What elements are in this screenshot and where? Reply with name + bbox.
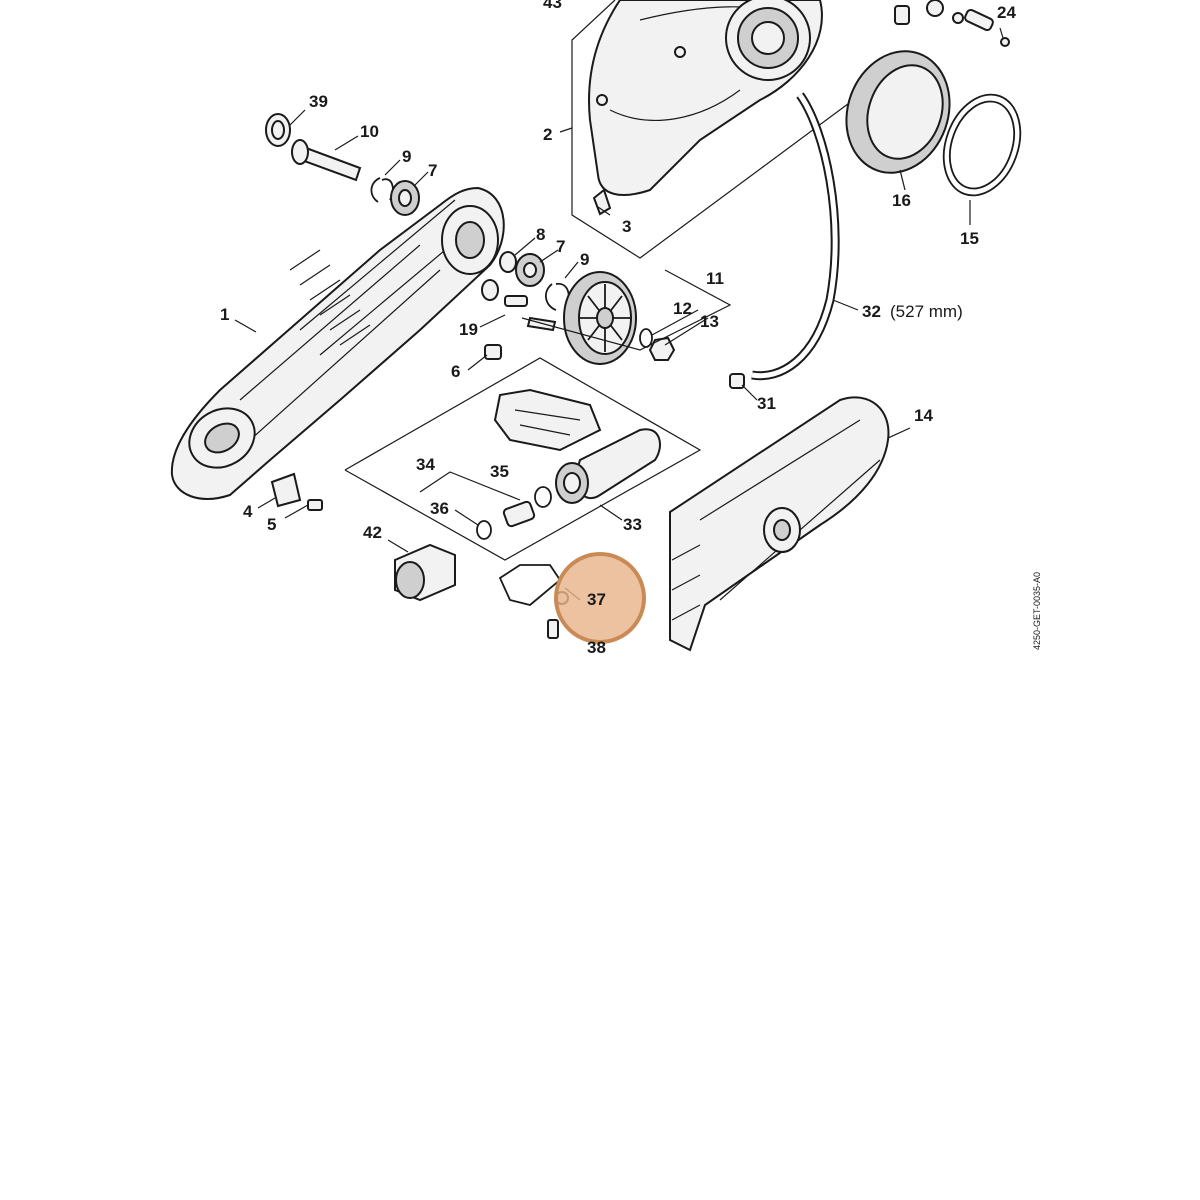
label-31[interactable]: 31 — [757, 394, 776, 413]
spindle-assembly[interactable] — [265, 113, 420, 216]
valve-assembly-part-33[interactable] — [493, 388, 661, 504]
label-43[interactable]: 43 — [543, 0, 562, 12]
screw-part-6[interactable] — [484, 344, 502, 360]
label-2[interactable]: 2 — [543, 125, 552, 144]
label-7a[interactable]: 7 — [428, 161, 437, 180]
label-19[interactable]: 19 — [459, 320, 478, 339]
label-9b[interactable]: 9 — [580, 250, 589, 269]
screw-set-24[interactable] — [894, 0, 1010, 47]
label-13[interactable]: 13 — [700, 312, 719, 331]
screw-part-38[interactable] — [547, 619, 559, 639]
label-4[interactable]: 4 — [243, 502, 253, 521]
cutter-arm-part-1[interactable] — [170, 186, 505, 500]
label-38[interactable]: 38 — [587, 638, 606, 657]
label-8[interactable]: 8 — [536, 225, 545, 244]
highlight-marker[interactable] — [554, 552, 646, 644]
label-32-note: (527 mm) — [890, 302, 963, 321]
label-33[interactable]: 33 — [623, 515, 642, 534]
hose-fitting-31[interactable] — [729, 373, 745, 389]
leader-lines — [234, 27, 1004, 601]
label-35[interactable]: 35 — [490, 462, 509, 481]
label-9a[interactable]: 9 — [402, 147, 411, 166]
clip-part-3[interactable] — [592, 188, 612, 216]
label-14[interactable]: 14 — [914, 406, 933, 425]
bearing-set-right[interactable] — [481, 251, 570, 332]
label-11[interactable]: 11 — [706, 269, 724, 288]
label-7b[interactable]: 7 — [556, 237, 565, 256]
group-bracket-11 — [521, 269, 732, 351]
tensioner-part-4[interactable] — [270, 472, 302, 508]
fitting-part-35[interactable] — [502, 486, 552, 528]
label-3[interactable]: 3 — [622, 217, 631, 236]
label-6[interactable]: 6 — [451, 362, 460, 381]
label-12[interactable]: 12 — [673, 299, 692, 318]
label-15[interactable]: 15 — [960, 229, 979, 248]
label-24[interactable]: 24 — [997, 3, 1016, 22]
label-1[interactable]: 1 — [220, 305, 229, 324]
group-bracket-34 — [419, 471, 521, 501]
label-5[interactable]: 5 — [267, 515, 276, 534]
clutch-cover-part[interactable] — [588, 0, 823, 196]
group-bracket-2 — [571, 0, 861, 259]
label-36[interactable]: 36 — [430, 499, 449, 518]
screw-part-5[interactable] — [307, 499, 323, 511]
label-37[interactable]: 37 — [587, 590, 606, 609]
pulley-part-11[interactable] — [563, 271, 637, 365]
hose-part-32[interactable] — [751, 92, 840, 381]
ring-part-16[interactable] — [830, 37, 966, 188]
label-32[interactable]: 32 — [862, 302, 881, 321]
label-16[interactable]: 16 — [892, 191, 911, 210]
oring-part-36[interactable] — [476, 520, 492, 540]
label-42[interactable]: 42 — [363, 523, 382, 542]
part-labels: 43 2 3 24 16 15 32 (527 mm) 31 14 39 10 … — [220, 0, 1042, 657]
coupling-part-42[interactable] — [394, 543, 456, 602]
oring-part-15[interactable] — [930, 84, 1033, 206]
drawing-code: 4250-GET-0035-A0 — [1032, 572, 1042, 650]
label-39[interactable]: 39 — [309, 92, 328, 111]
label-10[interactable]: 10 — [360, 122, 379, 141]
guard-part-14[interactable] — [669, 396, 890, 652]
group-bracket-33 — [344, 357, 702, 561]
label-34[interactable]: 34 — [416, 455, 435, 474]
